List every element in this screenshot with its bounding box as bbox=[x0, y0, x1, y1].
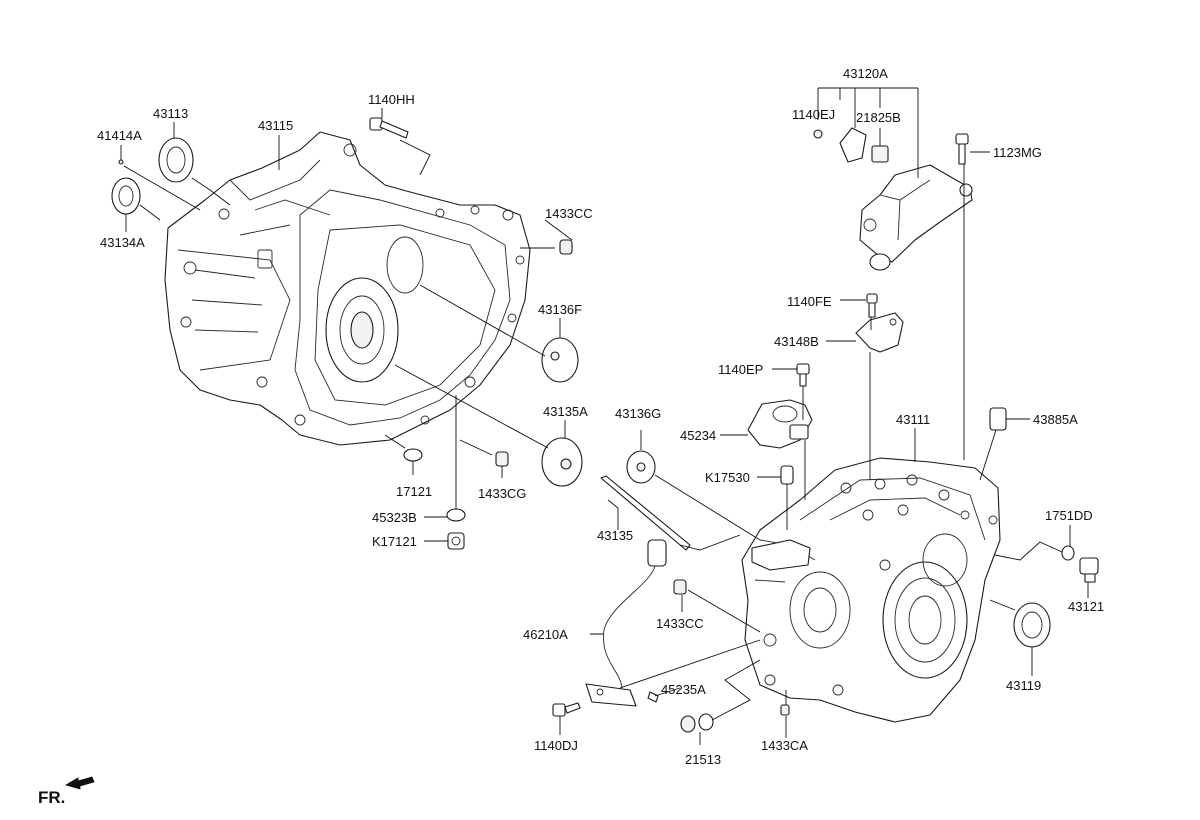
gasket-21513 bbox=[698, 713, 714, 731]
label-1433CC-bottom: 1433CC bbox=[656, 616, 704, 631]
bolt-K17121 bbox=[447, 532, 465, 550]
bolt-45235A bbox=[647, 691, 659, 703]
gasket-1751DD bbox=[1061, 545, 1075, 561]
plug-43121 bbox=[1079, 557, 1099, 583]
dowel-1433CC-top bbox=[559, 239, 573, 255]
bolt-1140DJ bbox=[552, 702, 581, 717]
bolt-1140EP bbox=[796, 363, 810, 387]
label-45323B: 45323B bbox=[372, 510, 417, 525]
label-1751DD: 1751DD bbox=[1045, 508, 1093, 523]
label-43134A: 43134A bbox=[100, 235, 145, 250]
bolt-1140HH bbox=[369, 117, 409, 139]
label-43136G: 43136G bbox=[615, 406, 661, 421]
dowel-1433CG bbox=[495, 451, 509, 467]
case-bracket bbox=[751, 539, 811, 571]
label-43136F: 43136F bbox=[538, 302, 582, 317]
label-17121: 17121 bbox=[396, 484, 432, 499]
pin-41414A bbox=[118, 159, 124, 165]
label-1140EJ: 1140EJ bbox=[792, 107, 835, 122]
label-43119: 43119 bbox=[1006, 678, 1041, 693]
label-1123MG: 1123MG bbox=[993, 145, 1042, 160]
bolt-1140EJ bbox=[813, 129, 823, 139]
dowel-1433CC-bottom bbox=[673, 579, 687, 595]
label-1140HH: 1140HH bbox=[368, 92, 415, 107]
mounting-bracket-43120A bbox=[859, 164, 973, 271]
label-41414A: 41414A bbox=[97, 128, 142, 143]
label-46210A: 46210A bbox=[523, 627, 568, 642]
label-1433CC-top: 1433CC bbox=[545, 206, 593, 221]
bracket-plate-small bbox=[839, 127, 867, 163]
leader-lines bbox=[120, 87, 1089, 745]
label-43113: 43113 bbox=[153, 106, 188, 121]
label-45234: 45234 bbox=[680, 428, 716, 443]
label-21513: 21513 bbox=[685, 752, 721, 767]
label-1433CA: 1433CA bbox=[761, 738, 808, 753]
label-K17530: K17530 bbox=[705, 470, 750, 485]
dowel-1433CA bbox=[780, 704, 790, 716]
part-labels: 43120A 1140EJ 21825B 1123MG 1140HH 43113… bbox=[97, 66, 1104, 767]
washer-bracket bbox=[959, 183, 973, 197]
front-arrow-icon bbox=[64, 776, 95, 790]
oil-seal-43134A bbox=[111, 177, 141, 215]
transaxle-case-43111 bbox=[741, 457, 1001, 723]
label-1140DJ: 1140DJ bbox=[534, 738, 578, 753]
label-43115: 43115 bbox=[258, 118, 293, 133]
label-K17121: K17121 bbox=[372, 534, 417, 549]
inhibitor-switch-45234 bbox=[747, 399, 813, 449]
front-indicator: FR. bbox=[38, 776, 95, 807]
plate-43135A bbox=[541, 437, 583, 487]
plate-43136F bbox=[541, 337, 579, 383]
label-43120A: 43120A bbox=[843, 66, 888, 81]
bolt-1140FE bbox=[866, 293, 878, 318]
label-1140FE: 1140FE bbox=[787, 294, 832, 309]
oil-seal-43113 bbox=[158, 137, 194, 183]
transaxle-housing-43115 bbox=[164, 131, 531, 446]
label-43135: 43135 bbox=[597, 528, 633, 543]
label-1433CG: 1433CG bbox=[478, 486, 526, 501]
cap-45235A bbox=[680, 715, 696, 733]
plate-43136G bbox=[626, 450, 656, 484]
label-1140EP: 1140EP bbox=[718, 362, 763, 377]
speed-sensor-46210A bbox=[585, 539, 667, 707]
oil-seal-43119 bbox=[1013, 602, 1051, 648]
vent-43885A bbox=[989, 407, 1007, 431]
block-21825B bbox=[871, 145, 889, 163]
label-43148B: 43148B bbox=[774, 334, 819, 349]
label-43121: 43121 bbox=[1068, 599, 1104, 614]
bolt-1123MG bbox=[955, 133, 969, 165]
rod-43135 bbox=[600, 475, 691, 551]
label-45235A: 45235A bbox=[661, 682, 706, 697]
front-indicator-label: FR. bbox=[38, 788, 65, 807]
washer-17121 bbox=[403, 448, 423, 462]
label-21825B: 21825B bbox=[856, 110, 901, 125]
label-43111: 43111 bbox=[896, 412, 930, 427]
sensor-K17530 bbox=[780, 465, 794, 485]
nut-45323B bbox=[446, 508, 466, 522]
label-43885A: 43885A bbox=[1033, 412, 1078, 427]
label-43135A: 43135A bbox=[543, 404, 588, 419]
bracket-43148B bbox=[855, 312, 904, 353]
